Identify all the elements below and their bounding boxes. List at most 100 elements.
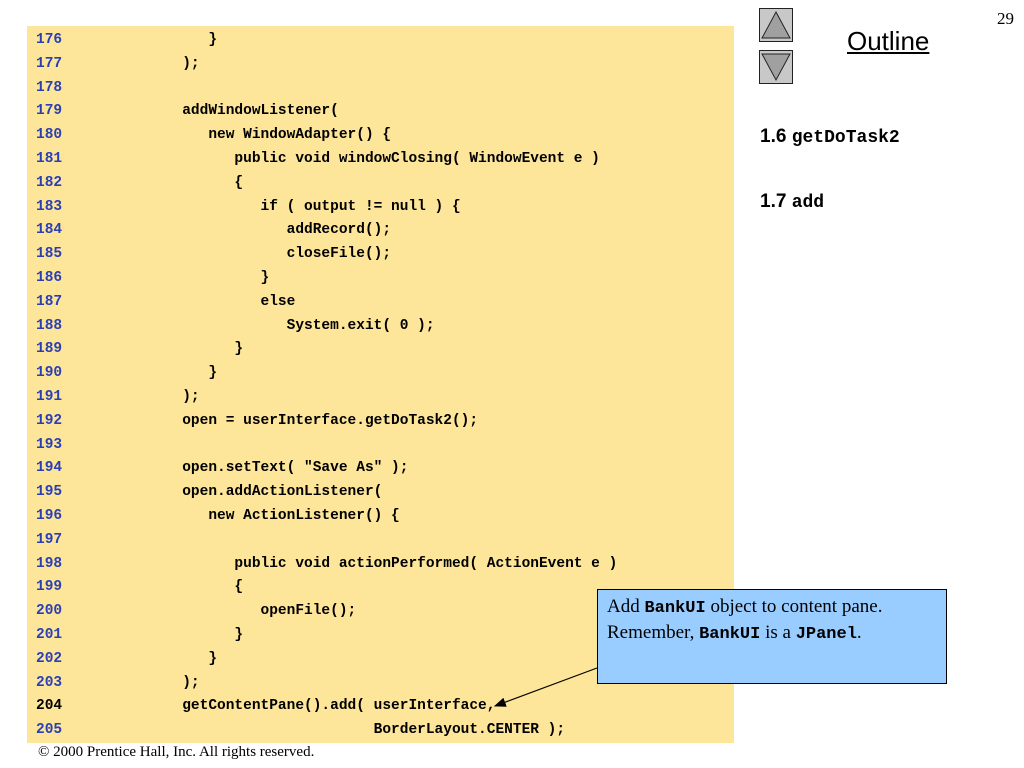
code-text: if ( output != null ) { [130,198,461,215]
code-line: 178 [27,76,734,100]
callout-text: object to content pane. Remember, [607,596,883,643]
callout-text: Add [607,596,645,617]
code-line: 193 [27,433,734,457]
outline-item-number: 1.6 [760,126,787,147]
code-line: 192 open = userInterface.getDoTask2(); [27,409,734,433]
copyright-footer: © 2000 Prentice Hall, Inc. All rights re… [38,744,315,760]
line-number: 183 [36,198,63,215]
line-number: 188 [36,317,63,334]
callout-code: BankUI [699,625,761,644]
code-text: open = userInterface.getDoTask2(); [130,412,479,429]
code-text: addWindowListener( [130,103,339,120]
code-text: ); [130,55,200,72]
code-text: } [130,341,244,358]
code-line: 190 } [27,361,734,385]
code-text: addRecord(); [130,222,392,239]
code-text: closeFile(); [130,246,392,263]
outline-item-number: 1.7 [760,191,787,212]
line-number: 190 [36,365,63,382]
code-text: public void actionPerformed( ActionEvent… [130,555,618,572]
code-line: 202 } [27,647,734,671]
callout-note: Add BankUI object to content pane. Remem… [597,589,947,684]
line-number: 186 [36,270,63,286]
code-text: public void windowClosing( WindowEvent e… [130,151,600,167]
code-line: 176 } [27,28,734,52]
line-number: 205 [36,722,63,739]
line-number: 179 [36,103,63,120]
code-text: new WindowAdapter() { [130,127,392,144]
code-text: } [130,627,244,643]
code-line: 205 BorderLayout.CENTER ); [27,718,734,742]
line-number: 185 [36,246,63,263]
code-line: 188 System.exit( 0 ); [27,314,734,338]
callout-text: is a [760,622,796,643]
code-text: open.addActionListener( [130,484,383,501]
code-line: 195 open.addActionListener( [27,480,734,504]
outline-item-1-7: 1.7 add [760,191,824,213]
line-number: 192 [36,412,63,429]
code-text: else [130,293,296,310]
code-line: 199 { [27,575,734,599]
code-text: } [130,650,218,667]
code-line: 182 { [27,171,734,195]
code-text: System.exit( 0 ); [130,317,435,334]
outline-item-code: getDoTask2 [791,128,900,148]
code-text: { [130,579,244,596]
callout-code: JPanel [795,625,857,644]
code-line: 185 closeFile(); [27,242,734,266]
code-text: } [130,32,218,48]
code-line: 181 public void windowClosing( WindowEve… [27,147,734,171]
code-line: 191 ); [27,385,734,409]
outline-item-code: add [791,193,825,213]
line-number: 199 [36,579,63,596]
line-number: 182 [36,174,63,191]
line-number: 196 [36,508,63,524]
line-number: 177 [36,55,63,72]
line-number: 187 [36,293,63,310]
previous-slide-button[interactable] [759,8,793,42]
code-text: ); [130,389,200,405]
line-number: 203 [36,674,63,691]
line-number: 204 [36,698,63,715]
code-line: 177 ); [27,52,734,76]
code-text: open.setText( "Save As" ); [130,460,409,477]
code-line: 198 public void actionPerformed( ActionE… [27,552,734,576]
code-line: 201 } [27,623,734,647]
code-text: BorderLayout.CENTER ); [130,722,566,739]
triangle-up-icon [761,10,791,39]
line-number: 178 [36,79,63,96]
line-number: 184 [36,222,63,239]
outline-item-1-6: 1.6 getDoTask2 [760,126,900,148]
line-number: 193 [36,436,63,453]
code-text: { [130,174,244,191]
code-line: 194 open.setText( "Save As" ); [27,456,734,480]
callout-code: BankUI [644,599,706,618]
line-number: 181 [36,151,63,167]
code-line: 189 } [27,337,734,361]
code-text: ); [130,674,200,691]
line-number: 197 [36,531,63,548]
code-line: 187 else [27,290,734,314]
outline-title[interactable]: Outline [847,26,930,56]
code-line: 180 new WindowAdapter() { [27,123,734,147]
code-line: 183 if ( output != null ) { [27,195,734,219]
line-number: 194 [36,460,63,477]
code-text: getContentPane().add( userInterface, [130,698,496,715]
code-line: 204 getContentPane().add( userInterface, [27,694,734,718]
code-line: 179 addWindowListener( [27,99,734,123]
code-line: 186 } [27,266,734,290]
line-number: 180 [36,127,63,144]
next-slide-button[interactable] [759,50,793,84]
line-number: 195 [36,484,63,501]
code-line: 184 addRecord(); [27,218,734,242]
line-number: 200 [36,603,63,620]
code-text: openFile(); [130,603,357,620]
code-text: } [130,365,218,382]
line-number: 198 [36,555,63,572]
page-number: 29 [997,9,1014,28]
line-number: 191 [36,389,63,405]
code-text: } [130,270,270,286]
code-line: 196 new ActionListener() { [27,504,734,528]
line-number: 176 [36,32,63,48]
